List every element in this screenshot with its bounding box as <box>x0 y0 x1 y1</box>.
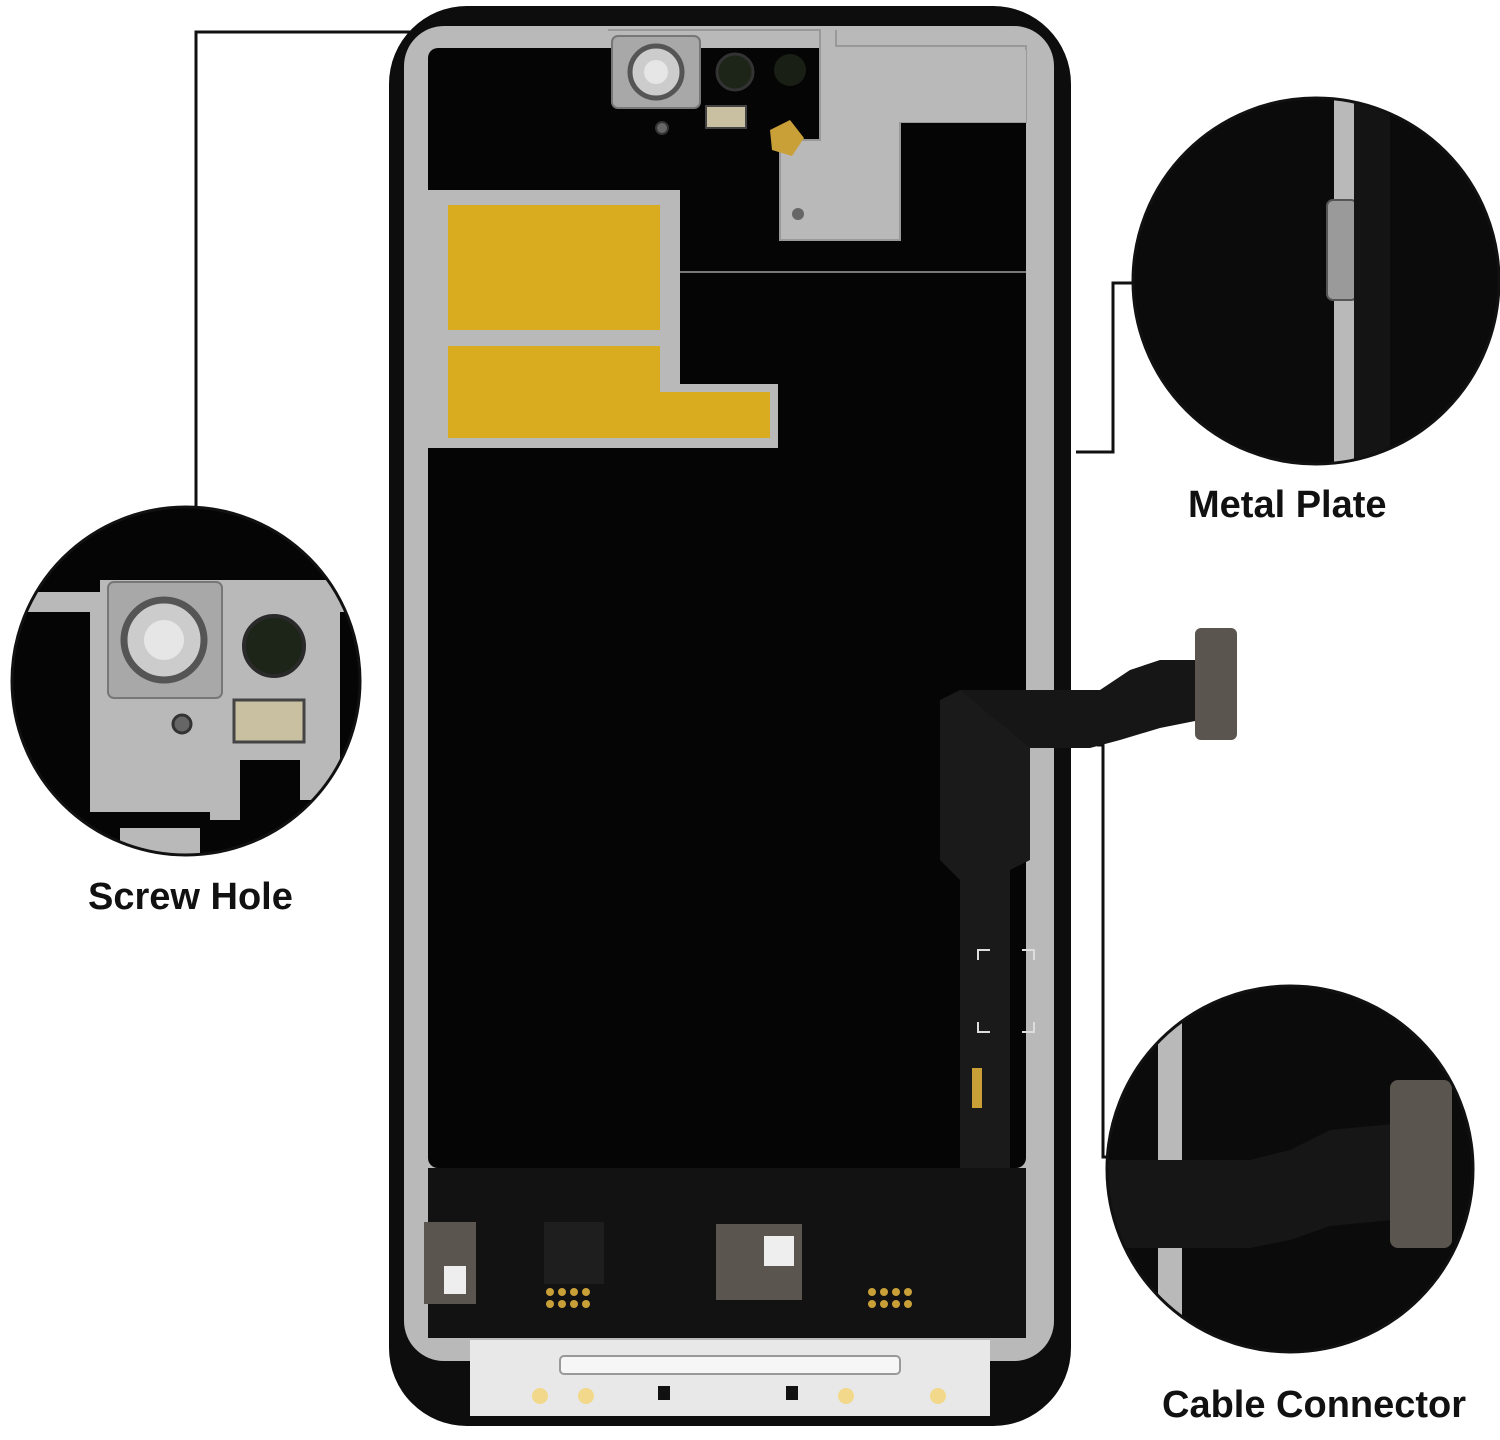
metal-plate-leader <box>1076 281 1133 454</box>
cable-connector-circle-outline <box>1105 984 1475 1354</box>
zoom-circle-cable-connector <box>1105 984 1475 1354</box>
metal-plate-label: Metal Plate <box>1188 484 1387 526</box>
zoom-circle-metal-plate <box>1131 96 1500 466</box>
yellow-tape-upper <box>448 205 660 330</box>
display-assembly <box>389 6 1237 1426</box>
connector-pad <box>1195 628 1237 740</box>
screw-hole-leader <box>194 30 428 508</box>
screw-hole-dot <box>655 121 669 135</box>
sensor-lens <box>715 52 755 92</box>
screw-hole-circle-outline <box>10 505 362 857</box>
screw-hole-label: Screw Hole <box>88 876 293 918</box>
yellow-tape-lower <box>448 346 770 438</box>
zoom-circle-screw-hole <box>10 505 362 857</box>
cable-connector-label: Cable Connector <box>1162 1384 1467 1426</box>
flex-cable-body <box>940 690 1030 1168</box>
metal-plate-circle-outline <box>1131 96 1500 466</box>
gold-pad-arrays <box>546 1288 912 1308</box>
flex-cable-extension <box>960 660 1200 748</box>
bottom-metal-strip <box>470 1340 990 1416</box>
